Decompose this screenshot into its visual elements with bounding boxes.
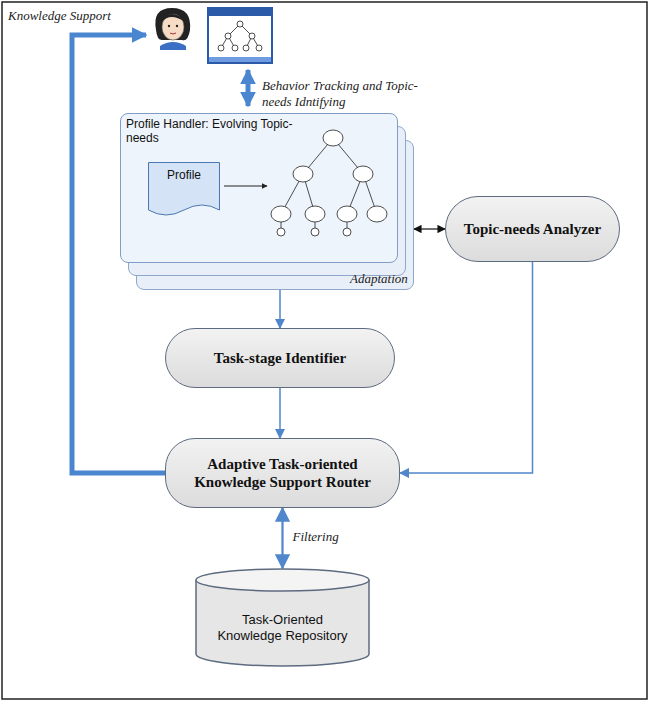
connector [279,290,281,328]
node-text: Topic-needs Analyzer [464,220,601,238]
profile-handler-box: Profile Handler: Evolving Topic-needsPro… [120,113,398,263]
screen-icon [208,8,272,63]
repository-cylinder: Task-Oriented Knowledge Repository [195,568,370,666]
layer-label: Adaptation [350,271,430,287]
node-text: Adaptive Task-oriented Knowledge Support… [180,455,385,491]
node-text: Task-stage Identifier [214,349,346,367]
edge-label: Filtering [293,529,339,545]
analyzer-box: Topic-needs Analyzer [445,196,620,262]
annotation-label: Behavior Tracking and Topic-needs Idntif… [262,78,437,110]
tracking-arrow [246,70,251,106]
connector [400,262,533,473]
connector [281,508,283,568]
router-box: Adaptive Task-oriented Knowledge Support… [165,438,400,508]
connector [414,228,445,229]
identifier-box: Task-stage Identifier [165,328,395,388]
node-text: Profile Handler: Evolving Topic-needs [126,117,296,146]
annotation-label: Knowledge Support [8,8,158,24]
user-icon [155,8,190,50]
node-text: Task-Oriented Knowledge Repository [209,612,356,643]
node-text: Profile [167,168,201,182]
profile-document: Profile [148,162,220,218]
connector [279,388,281,438]
